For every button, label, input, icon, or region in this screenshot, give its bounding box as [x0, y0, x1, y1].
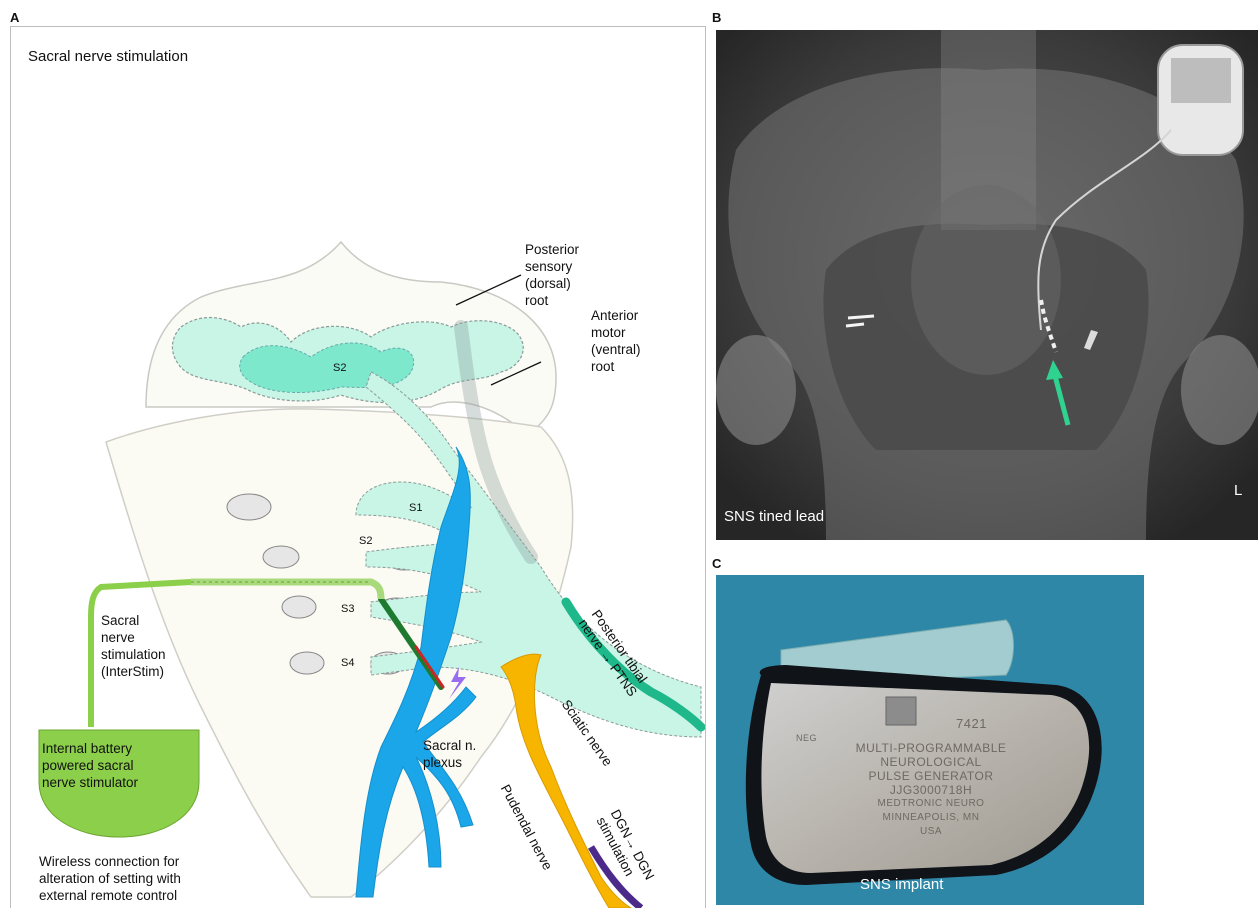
- xray-side-marker: L: [1234, 482, 1242, 499]
- posterior-root-line-3: (dorsal): [525, 275, 655, 292]
- wireless-label-line-2: alteration of setting with: [39, 870, 181, 887]
- foramen-2: [263, 546, 299, 568]
- battery-label-line-2: powered sacral: [42, 757, 138, 774]
- battery-label-line-3: nerve stimulator: [42, 774, 138, 791]
- implant-caption: SNS implant: [860, 876, 943, 893]
- anterior-root-label: Anterior motor (ventral) root: [591, 307, 701, 375]
- panel-b-xray: SNS tined lead L: [716, 30, 1258, 540]
- diagram-title: Sacral nerve stimulation: [28, 48, 188, 65]
- device-label-line-1: Sacral: [101, 612, 166, 629]
- wireless-label: Wireless connection for alteration of se…: [39, 853, 181, 904]
- anterior-root-line-2: motor: [591, 324, 701, 341]
- engraving-line-8: MINNEAPOLIS, MN: [776, 811, 1086, 825]
- foramen-3: [282, 596, 316, 618]
- plexus-label-line-2: plexus: [423, 754, 476, 771]
- panel-c-letter: C: [712, 556, 721, 571]
- engraving-line-9: USA: [776, 825, 1086, 839]
- s4-label: S4: [341, 655, 354, 672]
- posterior-root-label: Posterior sensory (dorsal) root: [525, 241, 655, 309]
- foramen-4: [290, 652, 324, 674]
- foramen-1: [227, 494, 271, 520]
- engraving-line-5: PULSE GENERATOR: [776, 769, 1086, 783]
- device-label-line-3: stimulation: [101, 646, 166, 663]
- s3-label: S3: [341, 601, 354, 618]
- wireless-label-line-3: external remote control: [39, 887, 181, 904]
- panel-a-diagram: Sacral nerve stimulation Posterior senso…: [10, 26, 706, 908]
- engraving-line-7: MEDTRONIC NEURO: [776, 797, 1086, 811]
- s2-gray-matter-label: S2: [333, 360, 346, 377]
- pelvis-xray-image: [716, 30, 1258, 540]
- device-label-line-4: (InterStim): [101, 663, 166, 680]
- posterior-root-line-1: Posterior: [525, 241, 655, 258]
- engraving-model: 7421: [956, 717, 987, 731]
- panel-c-implant-photo: NEG 7421 MULTI-PROGRAMMABLE NEUROLOGICAL…: [716, 575, 1144, 905]
- plexus-label-line-1: Sacral n.: [423, 737, 476, 754]
- anterior-root-line-4: root: [591, 358, 701, 375]
- wireless-label-line-1: Wireless connection for: [39, 853, 181, 870]
- implant-engraving: NEG 7421 MULTI-PROGRAMMABLE NEUROLOGICAL…: [776, 737, 1086, 839]
- engraving-line-6: JJG3000718H: [776, 783, 1086, 797]
- anterior-root-line-3: (ventral): [591, 341, 701, 358]
- right-hip-joint: [1181, 335, 1258, 445]
- xray-caption: SNS tined lead: [724, 508, 824, 525]
- device-label-line-2: nerve: [101, 629, 166, 646]
- battery-label: Internal battery powered sacral nerve st…: [42, 740, 138, 791]
- engraving-line-3: MULTI-PROGRAMMABLE: [776, 741, 1086, 755]
- s1-label: S1: [409, 500, 422, 517]
- battery-label-line-1: Internal battery: [42, 740, 138, 757]
- s2-label: S2: [359, 533, 372, 550]
- left-hip-joint: [716, 335, 796, 445]
- engraving-line-4: NEUROLOGICAL: [776, 755, 1086, 769]
- panel-a-letter: A: [10, 10, 19, 25]
- engraving-neg: NEG: [796, 731, 817, 745]
- panel-b-letter: B: [712, 10, 721, 25]
- plexus-label: Sacral n. plexus: [423, 737, 476, 771]
- manufacturer-logo-icon: [886, 697, 916, 725]
- anterior-root-line-1: Anterior: [591, 307, 701, 324]
- device-label: Sacral nerve stimulation (InterStim): [101, 612, 166, 680]
- posterior-root-line-2: sensory: [525, 258, 655, 275]
